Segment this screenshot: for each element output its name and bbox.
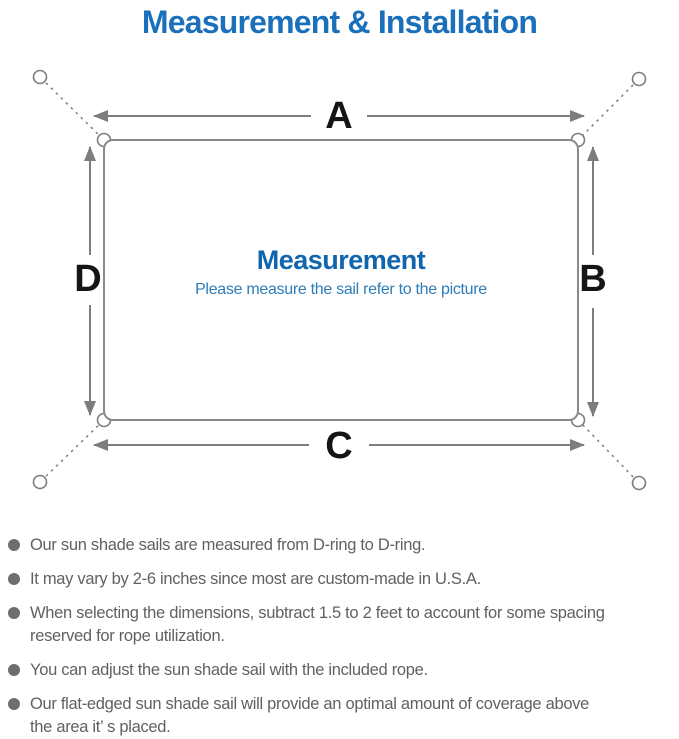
bullet-icon (8, 539, 20, 551)
notes-list: Our sun shade sails are measured from D-… (0, 534, 679, 739)
note-text: When selecting the dimensions, subtract … (30, 604, 605, 645)
rope-lines (40, 77, 639, 483)
note-item: Our sun shade sails are measured from D-… (8, 534, 675, 557)
note-item: Our flat-edged sun shade sail will provi… (8, 693, 675, 739)
bullet-icon (8, 664, 20, 676)
note-text: Our sun shade sails are measured from D-… (30, 536, 426, 554)
anchor-bottom-right-icon (631, 475, 647, 491)
dimension-label-a: A (325, 95, 352, 137)
diagram-subtitle: Please measure the sail refer to the pic… (195, 281, 487, 298)
dimension-arrows (84, 110, 599, 451)
dimension-label-c: C (325, 425, 352, 467)
bullet-icon (8, 573, 20, 585)
note-item: When selecting the dimensions, subtract … (8, 602, 675, 648)
note-item: You can adjust the sun shade sail with t… (8, 659, 675, 682)
rope-top-right-icon (578, 79, 639, 140)
rope-top-left-icon (40, 77, 104, 140)
anchor-top-left-icon (32, 69, 48, 85)
rope-bottom-right-icon (578, 420, 639, 483)
note-text: You can adjust the sun shade sail with t… (30, 661, 428, 679)
anchor-points (32, 69, 647, 491)
dimension-label-b: B (579, 258, 606, 300)
sail-rectangle (103, 139, 579, 421)
measurement-diagram: A B C D Measurement Please measure the s… (32, 69, 647, 491)
note-text: It may vary by 2-6 inches since most are… (30, 570, 481, 588)
bullet-icon (8, 607, 20, 619)
dimension-label-d: D (74, 258, 101, 300)
note-text: Our flat-edged sun shade sail will provi… (30, 695, 590, 736)
anchor-bottom-left-icon (32, 474, 48, 490)
diagram-heading: Measurement (257, 245, 426, 275)
page-title: Measurement & Installation (141, 4, 538, 40)
anchor-top-right-icon (631, 71, 647, 87)
rope-bottom-left-icon (40, 420, 104, 482)
bullet-icon (8, 698, 20, 710)
note-item: It may vary by 2-6 inches since most are… (8, 568, 675, 591)
